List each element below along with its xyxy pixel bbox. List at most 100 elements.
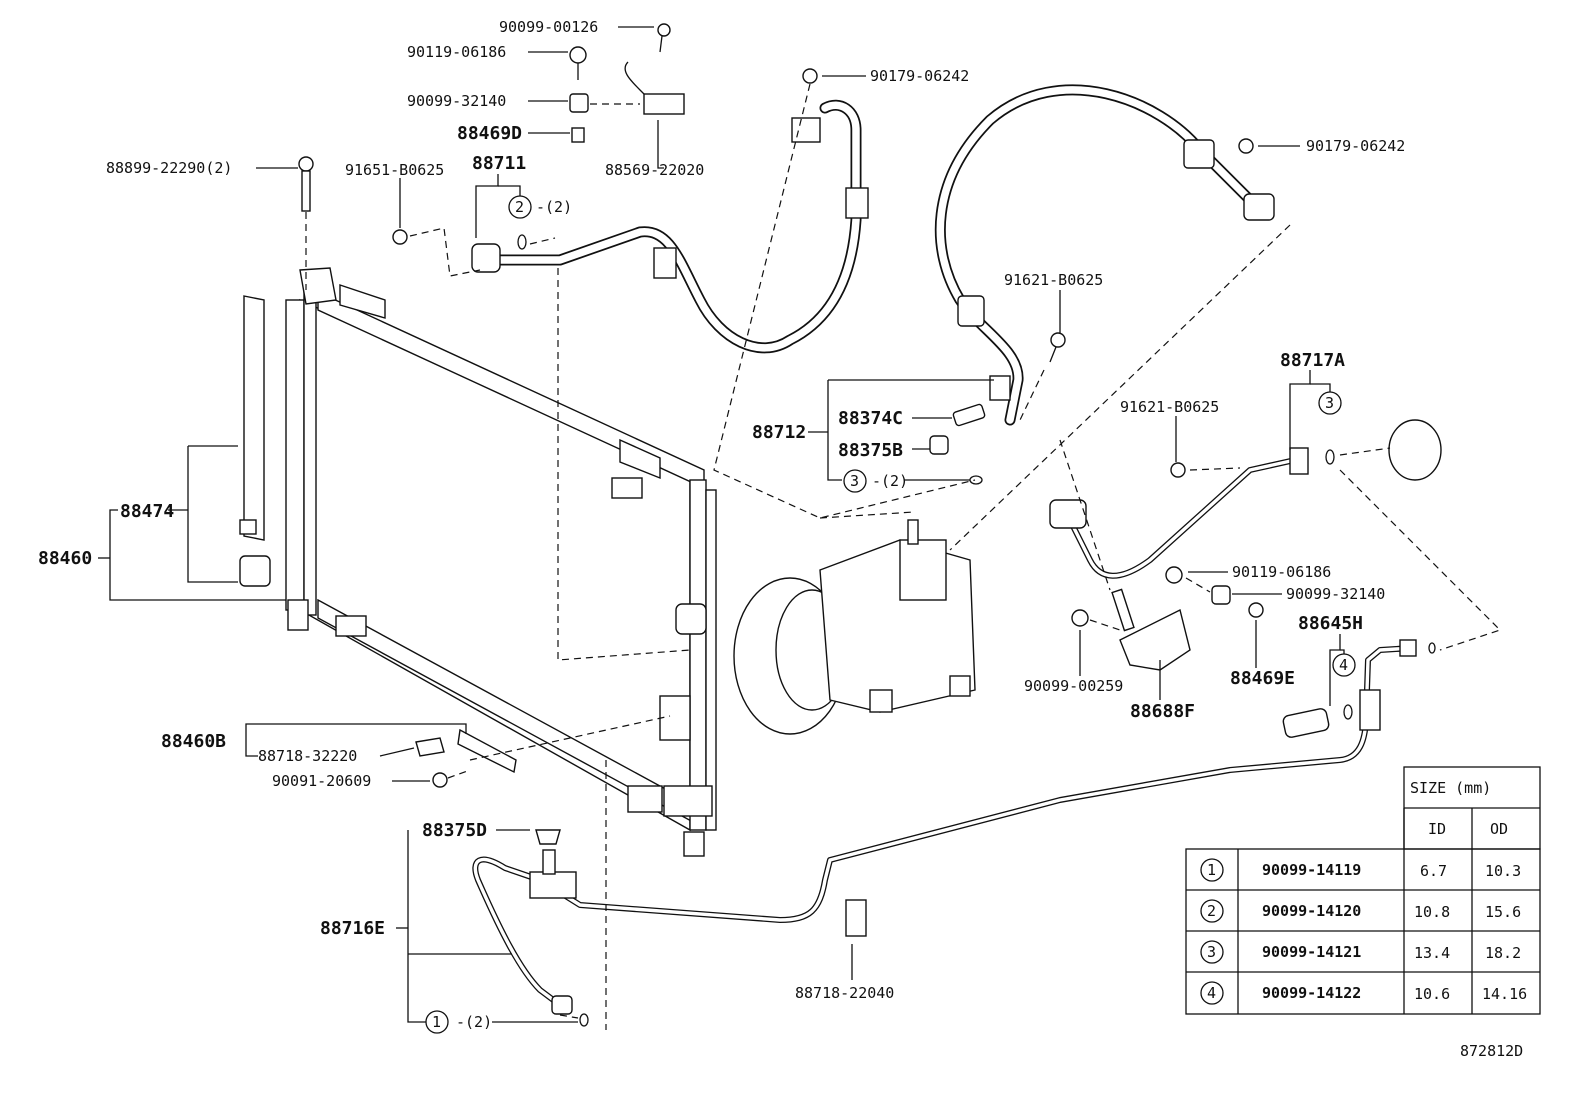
label-90091-20609: 90091-20609 xyxy=(272,772,371,790)
bolt-88899-22290-head xyxy=(298,156,314,172)
tube-service-valve-body xyxy=(529,871,577,899)
label-90099-32140-r: 90099-32140 xyxy=(1286,585,1385,603)
tube-flange-block xyxy=(1359,689,1381,731)
hose-crimp-collar-2 xyxy=(653,247,677,279)
bolt-90119-06186-r-head xyxy=(1165,566,1183,584)
pipe-88717A xyxy=(1049,419,1442,579)
o-ring-3 xyxy=(1325,449,1335,465)
side-seal xyxy=(243,295,265,541)
hose-end-fitting-b xyxy=(1243,193,1275,221)
label-90179-06242-a: 90179-06242 xyxy=(870,67,969,85)
label-88899-22290: 88899-22290(2) xyxy=(106,159,232,177)
tube-service-port xyxy=(542,849,556,875)
o-ring-1 xyxy=(579,1013,589,1027)
assembly-dashed-lines xyxy=(305,83,1502,1030)
clamp-88569-22020 xyxy=(643,93,685,115)
label-90119-06186-top: 90119-06186 xyxy=(407,43,506,61)
hose-collar-b xyxy=(957,295,985,327)
label-88569-22020: 88569-22020 xyxy=(605,161,704,179)
label-88460B: 88460B xyxy=(161,731,226,752)
label-88688F: 88688F xyxy=(1130,701,1195,722)
label-88460: 88460 xyxy=(38,548,92,569)
label-91651-B0625: 91651-B0625 xyxy=(345,161,444,179)
receiver-fitting xyxy=(1388,419,1442,481)
clip-88718-32220 xyxy=(415,737,445,757)
label-91621-B0625-b: 91621-B0625 xyxy=(1120,398,1219,416)
size-row-3-id: 13.4 xyxy=(1414,944,1450,962)
small-hardware xyxy=(298,23,1436,1027)
bolt-90099-00126-shank xyxy=(659,35,663,53)
bolt-90099-00126-head xyxy=(657,23,671,37)
liquid-tube-88716E xyxy=(472,639,1417,1015)
condenser-top-mount xyxy=(339,284,386,319)
callout-markers: 2 3 3 4 1 xyxy=(425,195,1356,1034)
grommet-88469E xyxy=(1248,602,1264,618)
size-row-2-id: 10.8 xyxy=(1414,903,1450,921)
hose-crimp-collar xyxy=(845,187,869,219)
size-row-4-part: 90099-14122 xyxy=(1262,984,1361,1002)
diagram-reference-code: 872812D xyxy=(1460,1042,1523,1060)
condenser-right-header xyxy=(705,489,717,831)
size-table-col-od: OD xyxy=(1490,820,1508,838)
size-table-col-id: ID xyxy=(1428,820,1446,838)
label-88469D: 88469D xyxy=(457,123,522,144)
label-90119-06186-r: 90119-06186 xyxy=(1232,563,1331,581)
size-row-4-id: 10.6 xyxy=(1414,985,1450,1003)
valve-88374C xyxy=(952,403,986,427)
o-ring-4 xyxy=(1343,704,1353,720)
hose-collar-a xyxy=(1183,139,1215,169)
collar-90099-32140 xyxy=(569,93,589,113)
cap-88375B xyxy=(929,435,949,455)
label-88718-22040: 88718-22040 xyxy=(795,984,894,1002)
bracket-88460B-part xyxy=(457,728,517,774)
callout-2-text: 2 xyxy=(515,198,524,216)
size-row-4-ref: 4 xyxy=(1207,984,1216,1002)
callout-3-right-text: 3 xyxy=(1325,394,1334,412)
leader-lines xyxy=(98,26,1345,1023)
condenser-outlet-block xyxy=(663,785,713,817)
bolt-90091-20609-head xyxy=(432,772,448,788)
condenser-drain-plug xyxy=(683,831,705,857)
nut-90179-06242-b xyxy=(1238,138,1254,154)
condenser-upper-bracket xyxy=(299,267,337,305)
bolt-91621-B0625-a-shank xyxy=(1049,346,1057,363)
size-row-3-ref: 3 xyxy=(1207,943,1216,961)
label-88717A: 88717A xyxy=(1280,350,1345,371)
condenser-pipe-fitting xyxy=(675,603,707,635)
tube-end-fitting xyxy=(1399,639,1417,657)
bolt-90119-06186-head xyxy=(569,46,587,64)
bolt-90099-00259-head xyxy=(1071,609,1089,627)
size-row-3-part: 90099-14121 xyxy=(1262,943,1361,961)
pipe-end-fitting xyxy=(1049,499,1087,529)
callout-2 xyxy=(508,195,532,219)
size-row-2-ref: 2 xyxy=(1207,902,1216,920)
tube-clamp xyxy=(845,899,867,937)
seal-88474 xyxy=(239,295,271,587)
grommet-88469D xyxy=(571,127,585,143)
size-row-1-od: 10.3 xyxy=(1485,862,1521,880)
pipe-bracket xyxy=(1119,608,1191,671)
size-row-1-part: 90099-14119 xyxy=(1262,861,1361,879)
condenser-left-header xyxy=(303,289,317,616)
callout-1 xyxy=(425,1010,449,1034)
callout-3-middle xyxy=(843,469,867,493)
compressor xyxy=(733,519,976,735)
bolt-88899-22290-shank xyxy=(301,170,311,212)
callout-4-text: 4 xyxy=(1339,656,1348,674)
label-88711: 88711 xyxy=(472,153,526,174)
label-90179-06242-b: 90179-06242 xyxy=(1306,137,1405,155)
tube-end-nut xyxy=(551,995,573,1015)
nut-90179-06242-a xyxy=(802,68,818,84)
o-ring-2 xyxy=(517,234,527,250)
bolt-91621-B0625-a-head xyxy=(1050,332,1066,348)
callout-4 xyxy=(1332,653,1356,677)
condenser-lower-fitting xyxy=(659,695,691,741)
discharge-hose-88711 xyxy=(471,99,869,354)
size-row-4-od: 14.16 xyxy=(1482,985,1527,1003)
label-88645H: 88645H xyxy=(1298,613,1363,634)
bracket-88688F xyxy=(1111,588,1191,671)
bolt-91621-B0625-b-head xyxy=(1170,462,1186,478)
o-ring-3-middle xyxy=(969,475,983,485)
seal-cushion xyxy=(239,555,271,587)
